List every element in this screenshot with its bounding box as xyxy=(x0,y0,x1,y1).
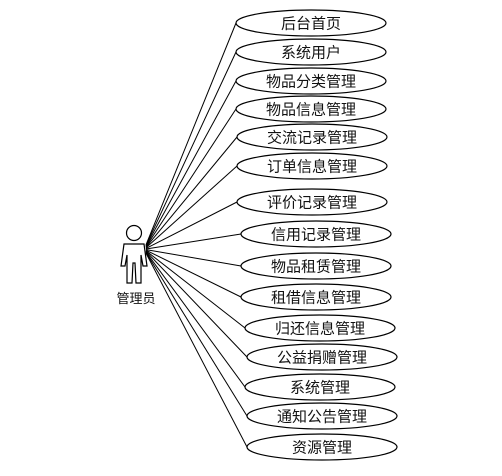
use-case-ellipse xyxy=(246,343,398,371)
use-case-ellipse xyxy=(244,314,396,342)
use-case-ellipse xyxy=(240,283,392,311)
use-case-label: 资源管理 xyxy=(292,439,352,457)
use-case-label: 归还信息管理 xyxy=(275,320,365,338)
use-case: 物品信息管理 xyxy=(235,95,387,123)
association-line xyxy=(145,251,248,358)
association-line xyxy=(145,51,237,246)
use-case-ellipse xyxy=(246,433,398,461)
use-case-ellipse xyxy=(244,373,396,401)
use-case: 公益捐赠管理 xyxy=(246,343,398,371)
association-line xyxy=(145,108,237,247)
use-case: 系统管理 xyxy=(244,373,396,401)
use-case-label: 信用记录管理 xyxy=(271,226,361,244)
use-case-label: 物品信息管理 xyxy=(266,101,356,119)
use-case-list: 后台首页系统用户物品分类管理物品信息管理交流记录管理订单信息管理评价记录管理信用… xyxy=(235,9,398,461)
association-lines xyxy=(145,22,248,448)
association-line xyxy=(145,201,238,249)
association-line xyxy=(145,252,248,417)
use-case: 物品分类管理 xyxy=(235,67,387,95)
use-case-label: 系统管理 xyxy=(290,379,350,397)
use-case-label: 系统用户 xyxy=(281,44,341,62)
use-case-label: 租借信息管理 xyxy=(271,289,361,307)
use-case: 资源管理 xyxy=(246,433,398,461)
use-case: 通知公告管理 xyxy=(246,402,398,430)
use-case-label: 评价记录管理 xyxy=(267,194,357,212)
association-line xyxy=(145,252,248,448)
use-case-ellipse xyxy=(240,220,392,248)
use-case: 交流记录管理 xyxy=(236,123,388,151)
use-case-ellipse xyxy=(240,252,392,280)
use-case-ellipse xyxy=(235,38,387,66)
use-case: 物品租赁管理 xyxy=(240,252,392,280)
use-case-label: 交流记录管理 xyxy=(267,129,357,147)
association-line xyxy=(145,136,238,248)
use-case-label: 物品分类管理 xyxy=(266,73,356,91)
actor-head xyxy=(125,224,143,242)
use-case: 后台首页 xyxy=(235,9,387,37)
use-case-ellipse xyxy=(235,9,387,37)
use-case-label: 订单信息管理 xyxy=(267,158,357,176)
actor-label: 管理员 xyxy=(116,292,155,307)
use-case: 归还信息管理 xyxy=(244,314,396,342)
use-case-label: 物品租赁管理 xyxy=(271,258,361,276)
use-case: 系统用户 xyxy=(235,38,387,66)
association-line xyxy=(145,250,246,329)
use-case-ellipse xyxy=(236,152,388,180)
use-case-label: 公益捐赠管理 xyxy=(277,349,367,367)
association-line xyxy=(145,165,238,249)
use-case: 信用记录管理 xyxy=(240,220,392,248)
use-case-ellipse xyxy=(236,123,388,151)
association-line xyxy=(145,249,242,298)
use-case-label: 通知公告管理 xyxy=(277,408,367,426)
use-case-ellipse xyxy=(246,402,398,430)
association-line xyxy=(145,22,237,245)
actor-body xyxy=(120,243,148,284)
use-case-ellipse xyxy=(235,95,387,123)
use-case-ellipse xyxy=(235,67,387,95)
use-case: 租借信息管理 xyxy=(240,283,392,311)
use-case-ellipse xyxy=(236,188,388,216)
association-line xyxy=(145,80,237,247)
association-line xyxy=(145,249,242,267)
use-case: 订单信息管理 xyxy=(236,152,388,180)
actor-admin: 管理员 xyxy=(116,224,156,307)
association-line xyxy=(145,251,246,388)
association-line xyxy=(145,233,242,250)
use-case: 评价记录管理 xyxy=(236,188,388,216)
use-case-label: 后台首页 xyxy=(281,15,341,33)
